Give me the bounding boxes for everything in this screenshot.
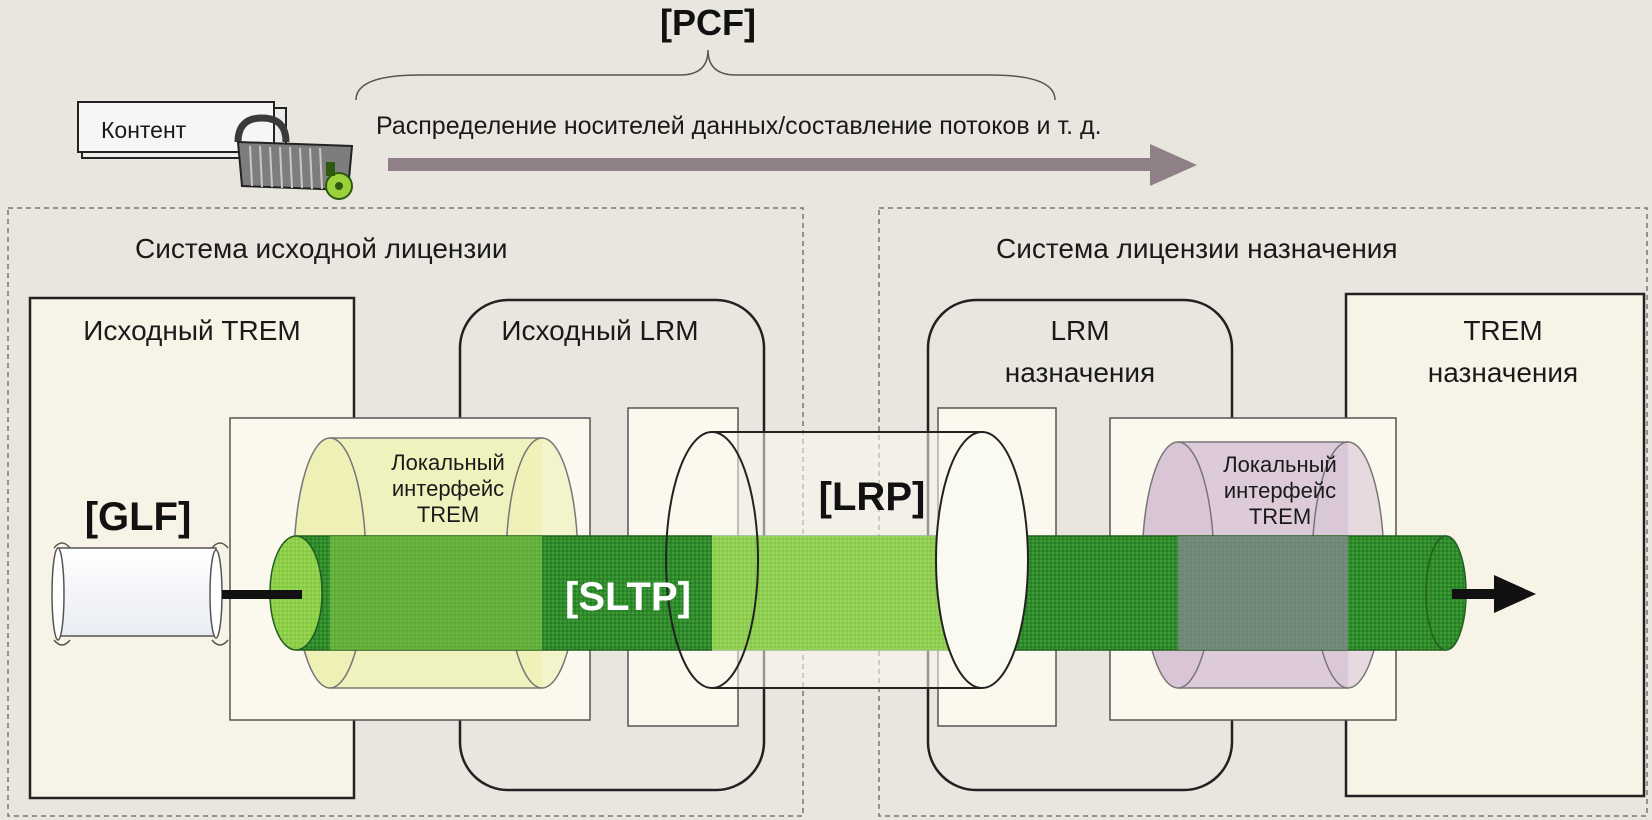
glf-label: [GLF]	[85, 495, 192, 539]
lrp-label: [LRP]	[819, 475, 926, 519]
content-label: Контент	[101, 117, 187, 143]
dest-local-interface-line-1: Локальный	[1223, 452, 1337, 477]
dest-interface-tube-overlay	[1178, 536, 1348, 650]
padlock-icon	[234, 114, 354, 192]
source-trem-label: Исходный TREM	[83, 315, 300, 346]
green-key-icon	[325, 162, 353, 200]
dest-local-interface-line-3: TREM	[1249, 504, 1311, 529]
output-arrow	[1452, 575, 1536, 613]
sltp-label: [SLTP]	[565, 575, 691, 619]
pcf-label: [PCF]	[660, 2, 756, 43]
dest-lrm-label-1: LRM	[1050, 315, 1109, 346]
source-local-interface-line-3: TREM	[417, 502, 479, 527]
dest-trem-label-1: TREM	[1463, 315, 1542, 346]
dest-lrm-label-2: назначения	[1005, 357, 1155, 388]
source-system-title: Система исходной лицензии	[135, 233, 507, 264]
source-lrm-label: Исходный LRM	[501, 315, 698, 346]
license-scroll-icon	[51, 542, 229, 646]
dest-local-interface-line-2: интерфейс	[1224, 478, 1336, 503]
glf-connector-line	[222, 590, 302, 599]
dest-system-title: Система лицензии назначения	[996, 233, 1398, 264]
dest-trem-label-2: назначения	[1428, 357, 1578, 388]
distribution-label: Распределение носителей данных/составлен…	[376, 112, 1102, 140]
source-local-interface-line-1: Локальный	[391, 450, 505, 475]
source-local-interface-line-2: интерфейс	[392, 476, 504, 501]
pcf-brace	[355, 49, 1056, 101]
sltp-light-segment	[330, 536, 542, 650]
distribution-arrow	[388, 144, 1197, 186]
lrp-cylinder	[665, 431, 1029, 689]
